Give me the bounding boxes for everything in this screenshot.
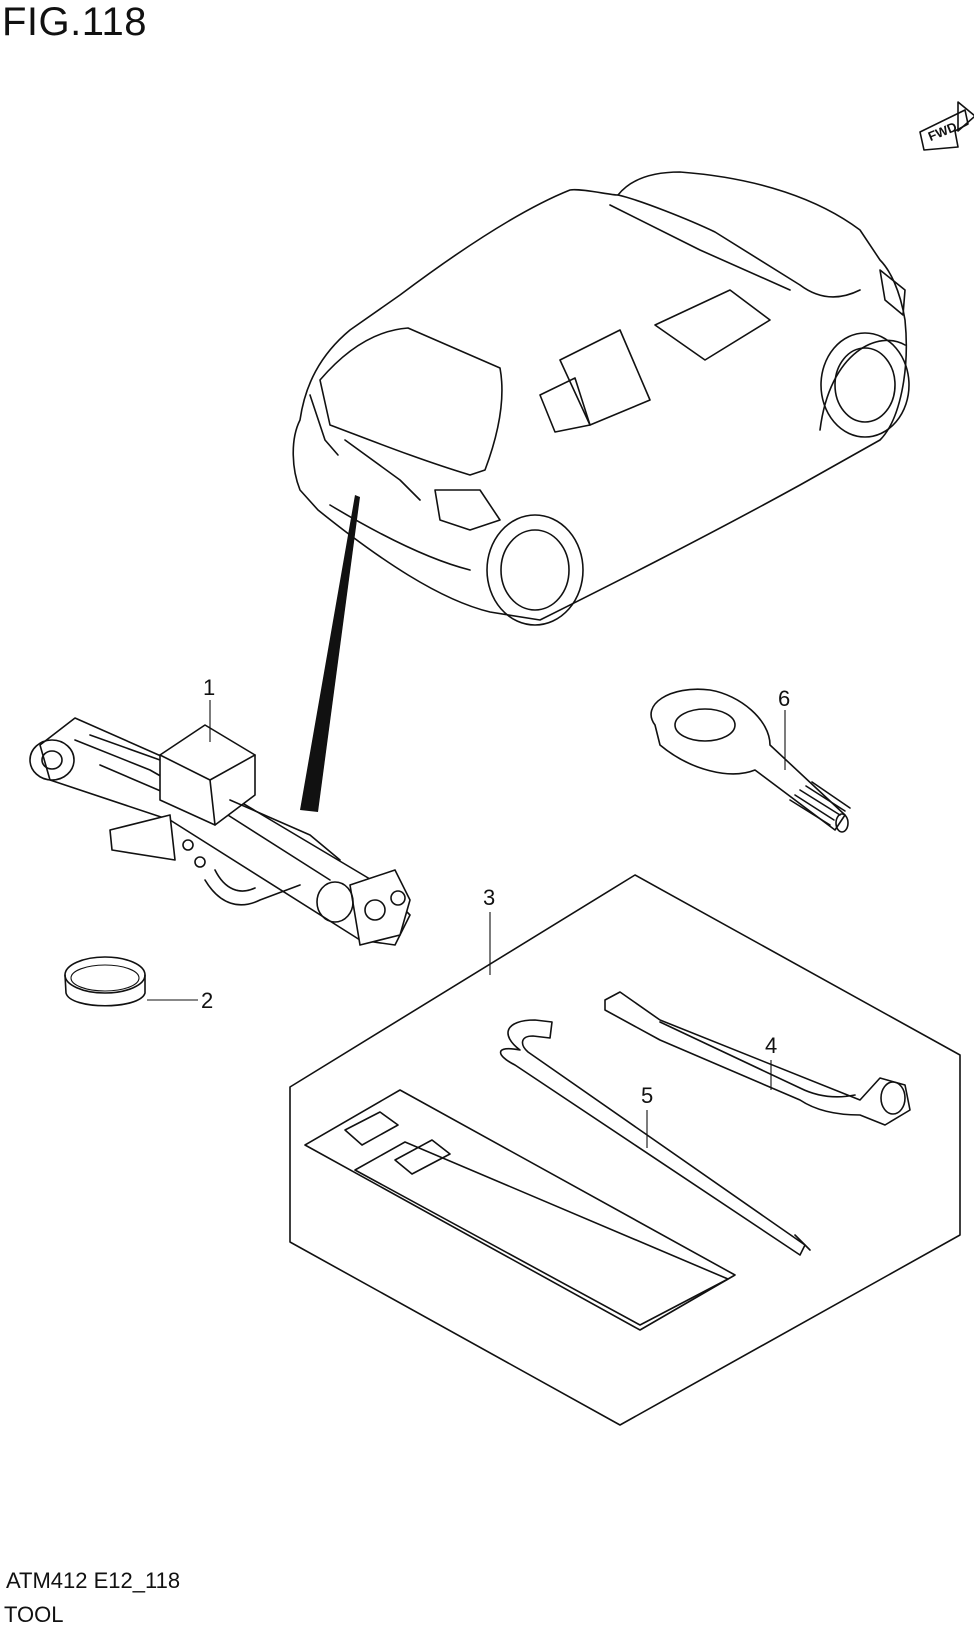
ring-illustration (64, 956, 146, 1007)
figure-title: FIG.118 (2, 0, 148, 44)
towing-hook-illustration (650, 688, 851, 833)
callout-3: 3 (483, 885, 495, 910)
tool-bag-illustration (304, 1089, 736, 1331)
car-illustration (292, 171, 910, 626)
leader-wedge (300, 495, 360, 812)
callout-1: 1 (203, 675, 215, 700)
jack-illustration (29, 717, 411, 946)
figure-code: ATM412 E12_118 (6, 1568, 181, 1593)
callout-4: 4 (765, 1033, 777, 1058)
tool-set-box (289, 874, 961, 1426)
figure-name: TOOL (4, 1602, 64, 1627)
callout-leaders (147, 700, 786, 1148)
callout-6: 6 (778, 686, 790, 711)
handle-bar-illustration (499, 1019, 811, 1256)
fwd-arrow-icon: FWD (919, 101, 974, 151)
callout-5: 5 (641, 1083, 653, 1108)
wheel-wrench-illustration (604, 991, 911, 1126)
callout-2: 2 (201, 988, 213, 1013)
